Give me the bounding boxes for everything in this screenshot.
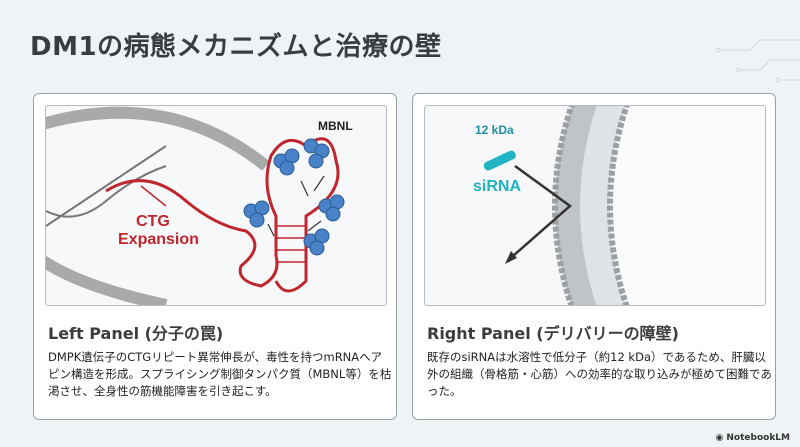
rna-hairpin-illustration: CTG Expansion MBNL [45, 105, 387, 306]
expansion-label: Expansion [118, 231, 199, 248]
ctg-label: CTG [136, 213, 170, 230]
mbnl-protein-clusters [243, 138, 345, 256]
notebooklm-watermark: ◉ NotebookLM [716, 433, 790, 443]
right-panel-card: 12 kDa siRNA Right Panel (デリバリーの障壁) 既存のs… [412, 93, 776, 420]
sirna-label: siRNA [473, 178, 521, 195]
watermark-text: NotebookLM [726, 433, 790, 443]
sirna-molecule-icon [483, 150, 516, 171]
page-title: DM1の病態メカニズムと治療の壁 [30, 32, 442, 62]
notebooklm-logo-icon: ◉ [715, 433, 724, 443]
right-panel-heading: Right Panel (デリバリーの障壁) [427, 324, 679, 343]
kda-label: 12 kDa [475, 123, 514, 137]
left-panel-card: CTG Expansion MBNL Left Panel (分子の罠) DMP… [33, 93, 397, 420]
deflect-arrow-icon [505, 251, 517, 264]
left-panel-heading: Left Panel (分子の罠) [48, 324, 224, 343]
circuit-decoration [715, 39, 800, 83]
cell-membrane-illustration: 12 kDa siRNA [424, 105, 766, 306]
mbnl-label: MBNL [318, 119, 353, 133]
right-panel-body: 既存のsiRNAは水溶性で低分子（約12 kDa）であるため、肝臓以外の組織（骨… [427, 350, 772, 398]
left-panel-body: DMPK遺伝子のCTGリピート異常伸長が、毒性を持つmRNAヘアピン構造を形成。… [48, 350, 392, 398]
